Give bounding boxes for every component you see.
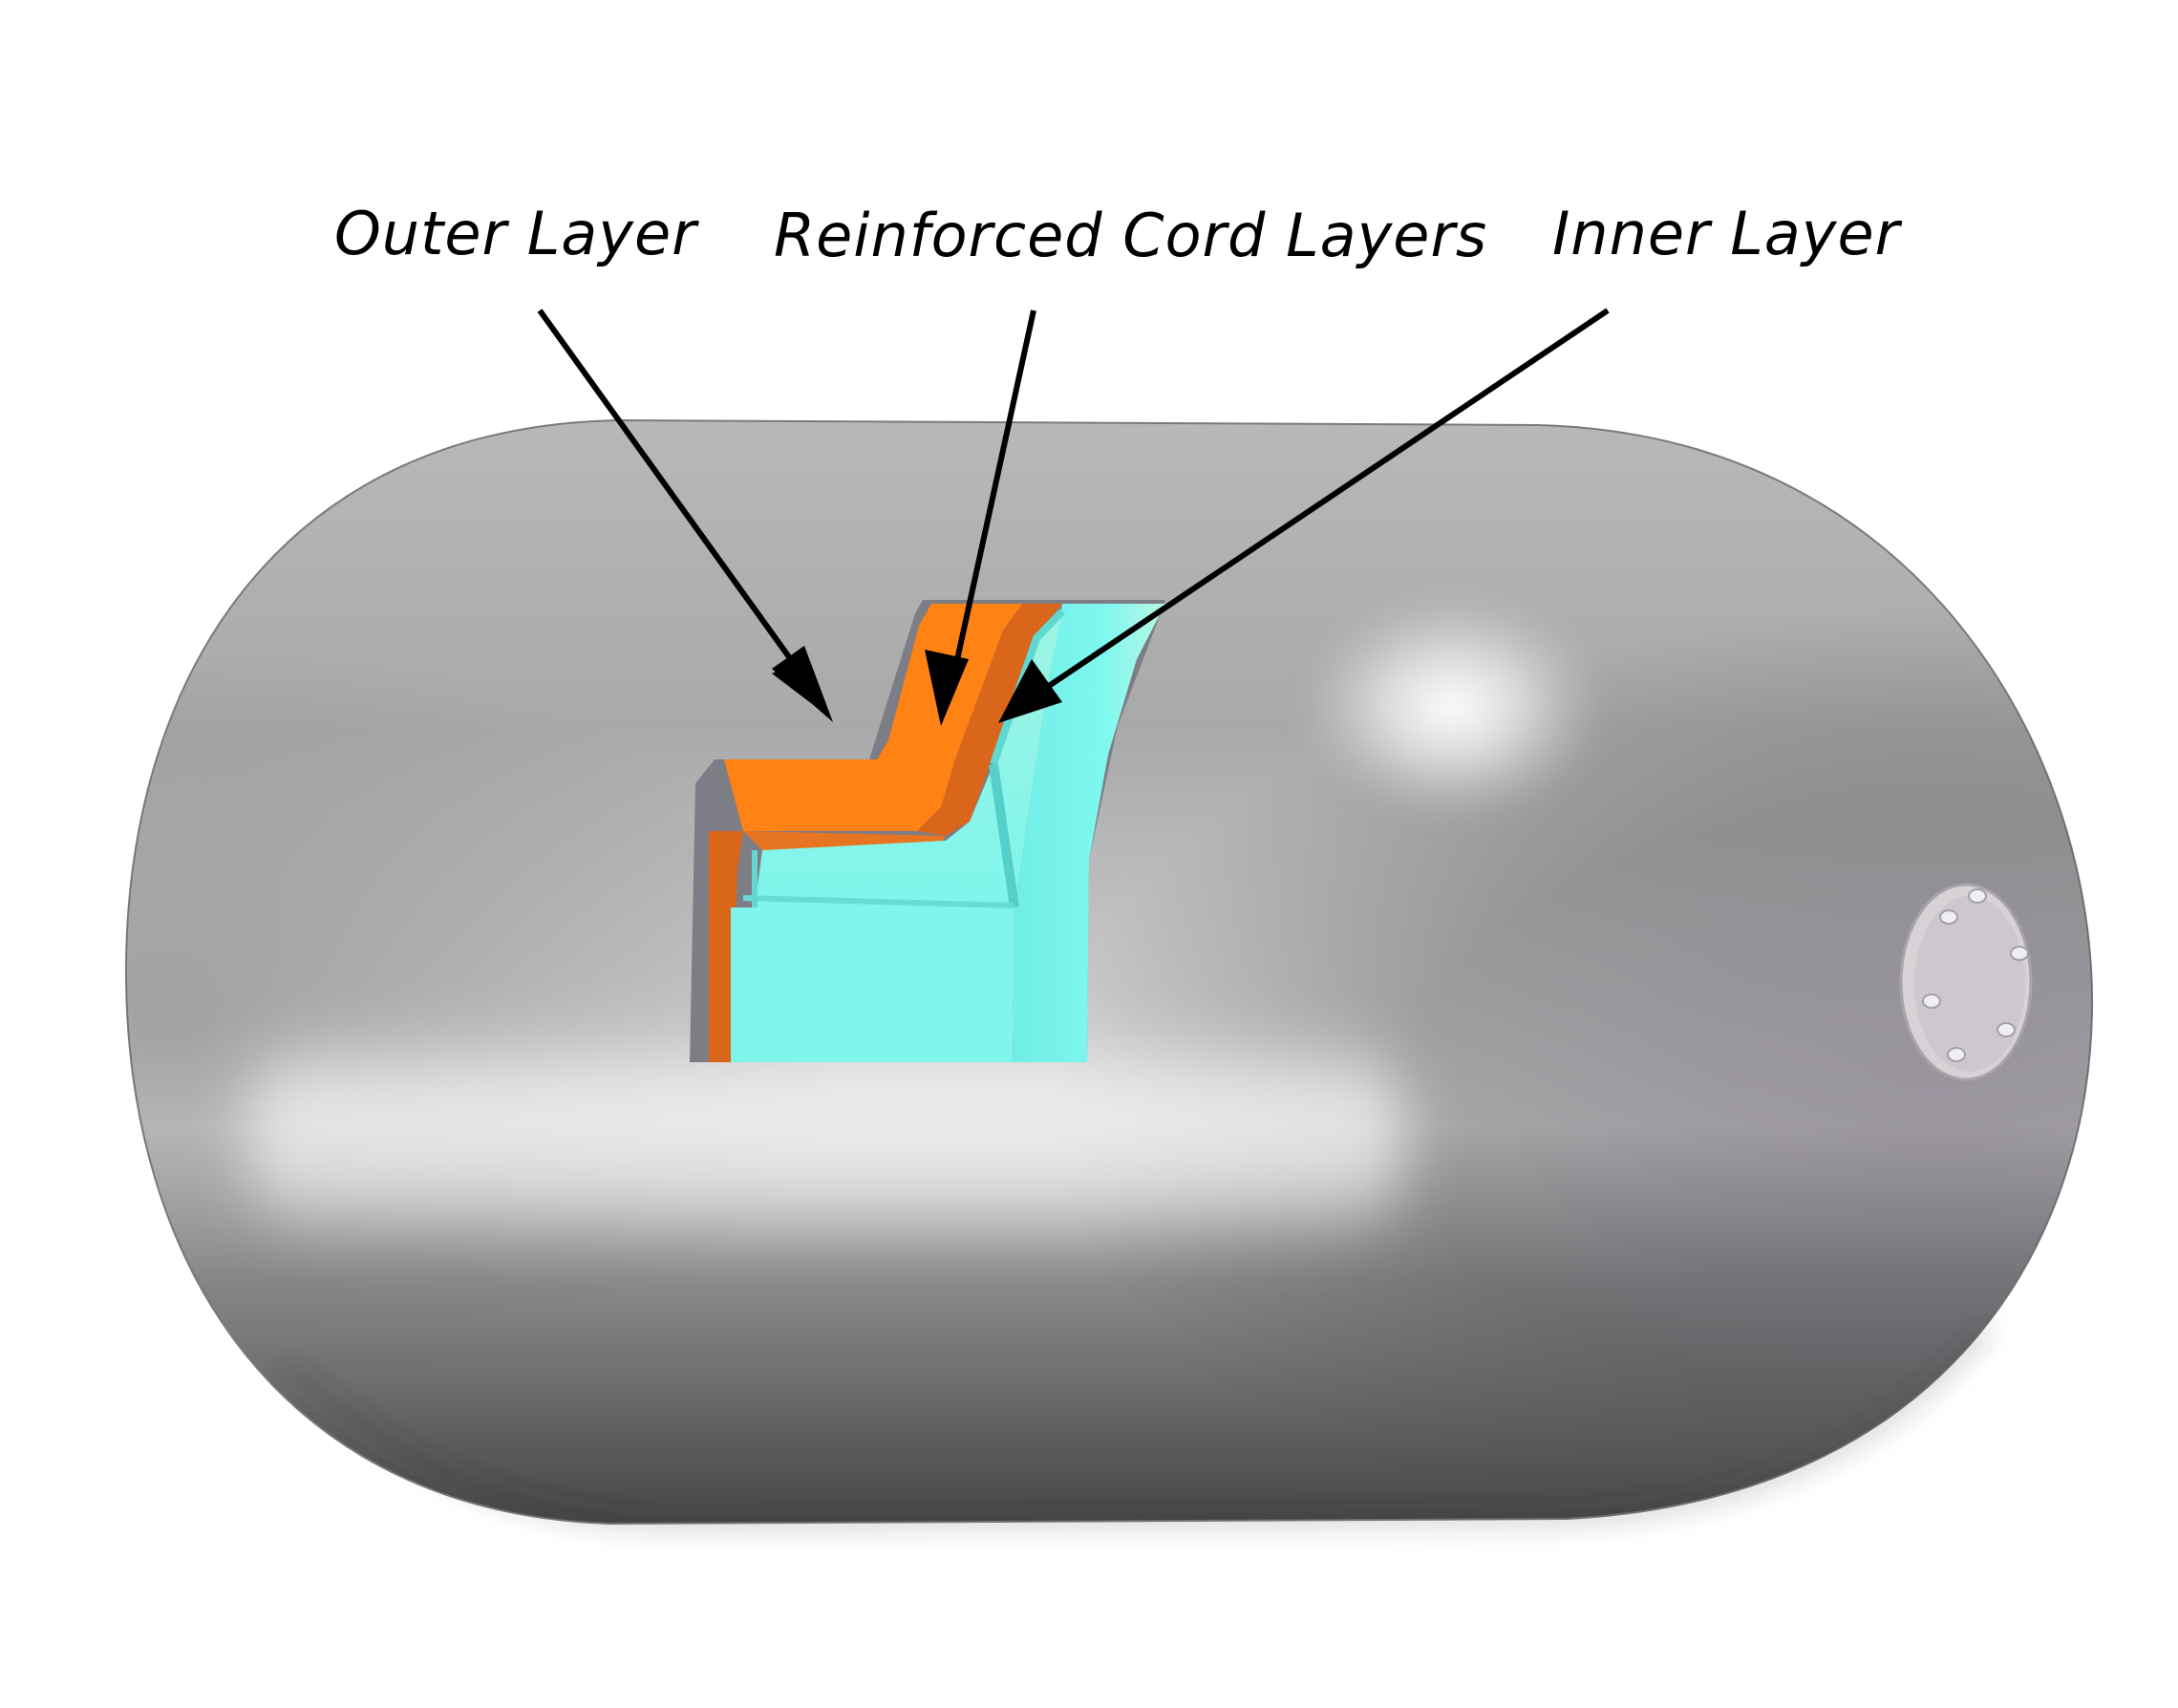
outer-layer-label: Outer Layer [334, 199, 697, 268]
outer-layer-arrow [537, 309, 833, 722]
outer-layer-side [709, 831, 743, 1062]
specular-highlight [1299, 592, 1605, 822]
reflection-band [248, 1032, 1404, 1242]
inner-layer-label: Inner Layer [1552, 199, 1901, 268]
inner-layer-face [731, 907, 1014, 1062]
fender-body [124, 418, 2094, 1529]
inner-layer-arrow [998, 308, 1610, 723]
bolt-icon [1922, 888, 2029, 1062]
inner-layer-step [755, 611, 1062, 907]
inner-layer-wall [1013, 604, 1165, 1062]
end-flange [1899, 883, 2033, 1081]
reinforced-cord-layers-label: Reinforced Cord Layers [774, 201, 1488, 270]
cord-layers-arrow [925, 310, 1036, 726]
layer-cutaway [690, 600, 1165, 1062]
